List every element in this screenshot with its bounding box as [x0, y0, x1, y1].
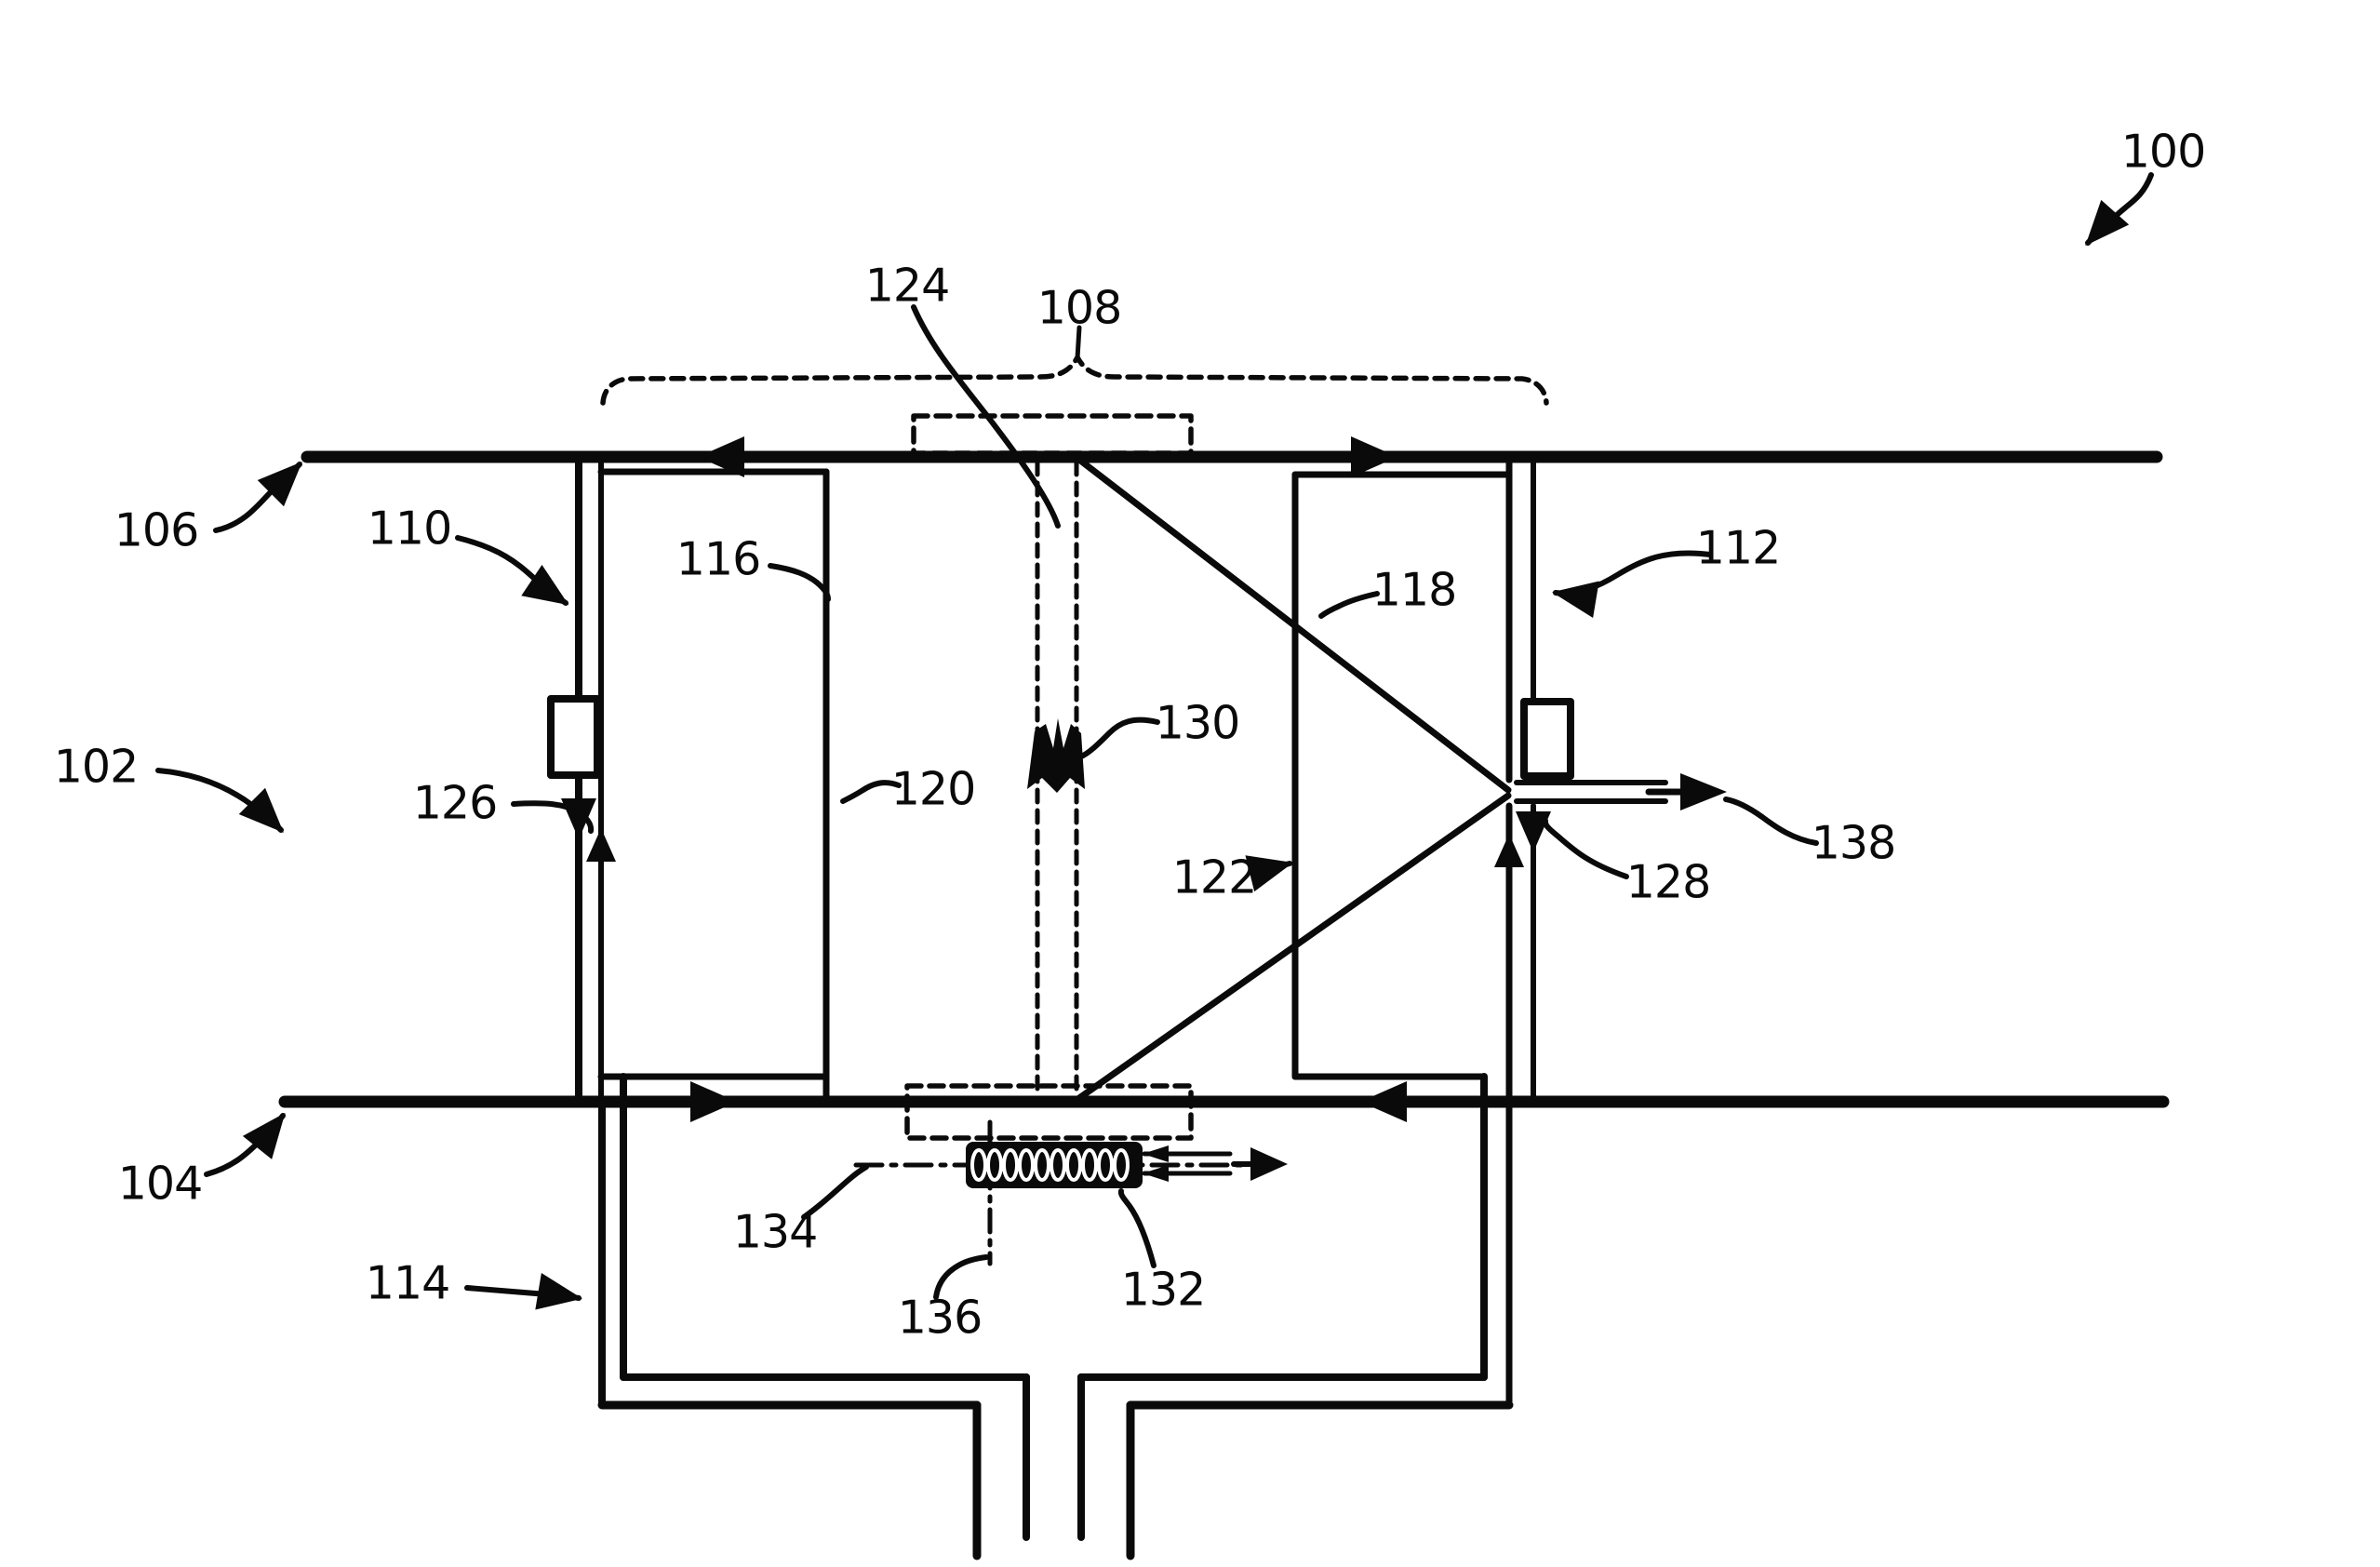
up-arrow-icon: [586, 828, 616, 862]
coil-windings: [970, 1148, 1130, 1182]
leader-106: [213, 462, 302, 533]
right-tube-wall: [1505, 454, 1536, 1409]
beam-arrow-left-icon: [698, 436, 744, 477]
beam-arrow-right-icon: [1351, 436, 1397, 477]
leader-112: [1552, 550, 1713, 618]
ref-label-106: 106: [114, 503, 200, 557]
ref-label-104: 104: [117, 1157, 204, 1211]
leader-134: [801, 1164, 869, 1220]
left-plate-box: [597, 468, 830, 1105]
spark-glyph: [1027, 718, 1085, 793]
spark-icon: [1027, 718, 1085, 793]
ref-label-100: 100: [2120, 125, 2207, 179]
beam-line-top: [301, 436, 2163, 477]
heater-coil-assembly: [853, 1119, 1288, 1266]
right-arrow-icon: [1250, 1147, 1288, 1181]
leader-122: [1245, 855, 1293, 892]
coil-body: [966, 1142, 1143, 1188]
left-arrow-icon: [1143, 1145, 1169, 1162]
leader-arrows: [155, 172, 2154, 1310]
leader-138: [1723, 797, 1819, 846]
ref-label-128: 128: [1625, 855, 1712, 909]
right-valve-box: [1520, 698, 1574, 780]
leader-100: [2085, 172, 2154, 246]
ref-label-116: 116: [675, 532, 762, 586]
wall-flow-arrows: [561, 798, 1551, 867]
leader-120: [840, 780, 902, 804]
exit-funnel: [972, 1373, 1135, 1560]
leader-118: [1318, 591, 1380, 619]
leader-136: [933, 1254, 989, 1300]
up-arrow-icon: [1494, 834, 1524, 867]
ref-label-134: 134: [732, 1205, 819, 1259]
leader-132: [1117, 1188, 1157, 1268]
right-plate-box: [1291, 471, 1513, 1080]
ref-label-120: 120: [890, 762, 977, 816]
ref-label-122: 122: [1171, 850, 1258, 904]
leader-102: [155, 768, 284, 833]
ref-label-110: 110: [367, 502, 453, 556]
ref-label-132: 132: [1120, 1263, 1207, 1317]
ref-label-124: 124: [864, 259, 951, 313]
leader-104: [204, 1112, 286, 1177]
leader-114: [464, 1273, 582, 1310]
leader-126: [511, 800, 595, 834]
dashed-box-bottom: [904, 1083, 1194, 1141]
ref-label-118: 118: [1371, 563, 1458, 617]
ref-label-130: 130: [1155, 696, 1241, 750]
ref-label-108: 108: [1036, 281, 1123, 335]
leader-108: [1075, 325, 1082, 361]
vacuum-chamber: [597, 1073, 1514, 1410]
ref-label-126: 126: [412, 776, 499, 830]
outlet-138: [1514, 773, 1727, 810]
left-valve-box: [547, 695, 601, 779]
down-arrow-icon: [1516, 811, 1551, 852]
beam-line-bottom: [278, 1081, 2170, 1122]
beam-arrow-right-icon: [690, 1081, 737, 1122]
valve-boxes: [547, 695, 1574, 780]
ref-label-102: 102: [53, 740, 140, 794]
leader-128: [1542, 818, 1629, 879]
leader-lines: [511, 304, 1819, 1300]
beam-arrow-left-icon: [1360, 1081, 1407, 1122]
ref-label-112: 112: [1695, 521, 1782, 575]
dashed-box-top: [911, 413, 1194, 456]
right-arrow-icon: [1680, 773, 1727, 810]
dashed-brace: [600, 355, 1549, 406]
left-arrow-icon: [1143, 1165, 1169, 1182]
leader-130: [1076, 717, 1160, 760]
leader-110: [455, 535, 569, 606]
ref-label-136: 136: [897, 1291, 983, 1345]
ref-label-138: 138: [1811, 816, 1897, 870]
ref-label-114: 114: [365, 1256, 451, 1310]
leader-116: [768, 563, 831, 602]
left-tube-wall: [575, 454, 604, 1408]
leader-124: [911, 304, 1061, 529]
